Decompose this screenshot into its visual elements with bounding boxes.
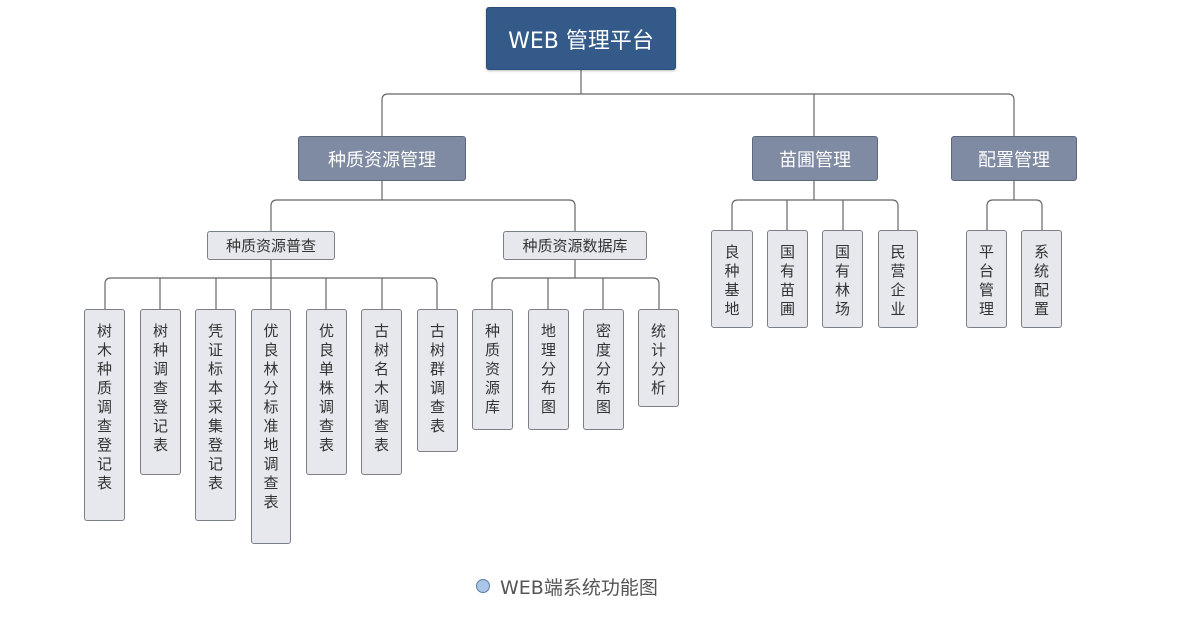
- leaf-label: 国有苗圃: [779, 243, 795, 318]
- leaf-germplasm-bank: 种质资源库: [472, 309, 513, 430]
- leaf-state-forest-farm: 国有林场: [822, 230, 863, 328]
- caption-bullet-icon: [476, 579, 490, 593]
- leaf-label: 地理分布图: [540, 322, 556, 416]
- leaf-geographic-distribution-map: 地理分布图: [528, 309, 569, 430]
- figure-caption: WEB端系统功能图: [476, 573, 658, 599]
- leaf-label: 统计分析: [650, 322, 666, 397]
- module-config: 配置管理: [951, 136, 1077, 181]
- leaf-state-nursery: 国有苗圃: [767, 230, 808, 328]
- leaf-tree-germplasm-register: 树木种质调查登记表: [84, 309, 125, 521]
- leaf-label: 民营企业: [890, 243, 906, 318]
- caption-text: WEB端系统功能图: [500, 576, 658, 599]
- leaf-private-enterprise: 民营企业: [878, 230, 918, 328]
- leaf-label: 良种基地: [724, 243, 740, 318]
- root-node: WEB 管理平台: [486, 7, 676, 70]
- leaf-superior-tree-survey: 优良单株调查表: [306, 309, 347, 475]
- leaf-platform-management: 平台管理: [966, 230, 1007, 328]
- leaf-label: 优良单株调查表: [318, 322, 334, 454]
- leaf-label: 种质资源库: [484, 322, 500, 416]
- leaf-ancient-tree-group-survey: 古树群调查表: [417, 309, 458, 452]
- submodule-survey: 种质资源普查: [207, 231, 335, 260]
- module-germplasm: 种质资源管理: [298, 136, 466, 181]
- leaf-ancient-famous-tree-survey: 古树名木调查表: [361, 309, 402, 475]
- module-nursery: 苗圃管理: [752, 136, 878, 181]
- leaf-statistical-analysis: 统计分析: [638, 309, 679, 407]
- leaf-label: 系统配置: [1033, 243, 1049, 318]
- leaf-improved-seed-base: 良种基地: [711, 230, 753, 328]
- leaf-superior-stand-plot-survey: 优良林分标准地调查表: [251, 309, 291, 544]
- leaf-label: 密度分布图: [595, 322, 611, 416]
- leaf-label: 树木种质调查登记表: [96, 322, 112, 492]
- leaf-species-survey-register: 树种调查登记表: [140, 309, 181, 475]
- leaf-label: 树种调查登记表: [152, 322, 168, 454]
- leaf-label: 古树名木调查表: [373, 322, 389, 454]
- leaf-density-distribution-map: 密度分布图: [583, 309, 624, 430]
- leaf-label: 凭证标本采集登记表: [207, 322, 223, 492]
- submodule-database: 种质资源数据库: [503, 231, 647, 260]
- leaf-label: 国有林场: [834, 243, 850, 318]
- leaf-label: 古树群调查表: [429, 322, 445, 435]
- leaf-specimen-collection-register: 凭证标本采集登记表: [195, 309, 236, 521]
- leaf-label: 优良林分标准地调查表: [263, 322, 279, 511]
- leaf-system-configuration: 系统配置: [1021, 230, 1062, 328]
- leaf-label: 平台管理: [978, 243, 994, 318]
